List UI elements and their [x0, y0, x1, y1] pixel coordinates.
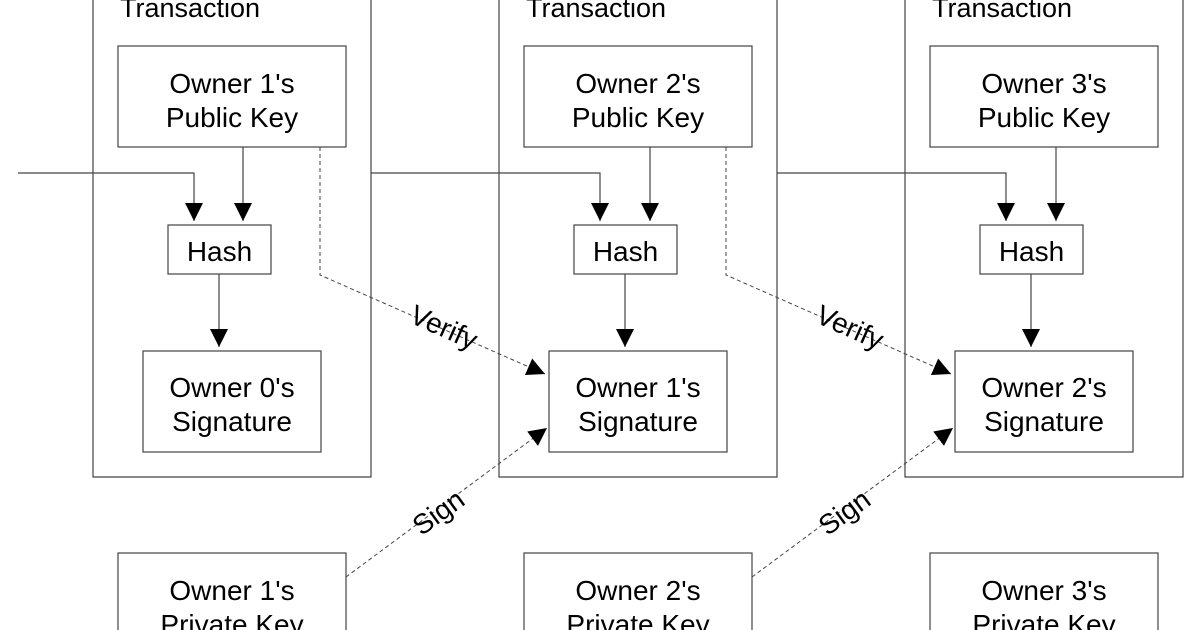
hash-label: Hash	[593, 236, 658, 267]
public-key-label-line1: Owner 2's	[575, 68, 700, 99]
transaction-title: Transaction	[932, 0, 1072, 23]
hash-box	[573, 224, 678, 275]
hash-box	[979, 224, 1084, 275]
public-key-label-line2: Public Key	[572, 102, 704, 133]
transaction-title: Transaction	[526, 0, 666, 23]
private-key-label-line2: Private Key	[972, 609, 1115, 630]
private-key-label-line1: Owner 3's	[981, 575, 1106, 606]
private-key-label-line1: Owner 1's	[169, 575, 294, 606]
prev-tx-to-hash-arrow	[18, 172, 203, 221]
transaction-frame	[92, 0, 372, 478]
signature-label-line1: Owner 1's	[575, 372, 700, 403]
verify-label-1: Verify	[406, 299, 483, 356]
signature-label-line1: Owner 0's	[169, 372, 294, 403]
signature-box	[954, 350, 1134, 453]
hash-box	[167, 224, 272, 275]
private-key-label-line2: Private Key	[160, 609, 303, 630]
verify-arrow-1	[319, 147, 546, 375]
transaction-frame	[498, 0, 778, 478]
public-key-box	[117, 45, 347, 148]
private-key-2: Owner 2's Private Key	[523, 552, 753, 630]
verify-arrow-2	[725, 147, 952, 375]
public-key-box	[523, 45, 753, 148]
private-key-label-line1: Owner 2's	[575, 575, 700, 606]
private-key-box	[929, 552, 1159, 630]
public-key-label-line2: Public Key	[166, 102, 298, 133]
private-key-3: Owner 3's Private Key	[929, 552, 1159, 630]
private-key-label-line2: Private Key	[566, 609, 709, 630]
public-key-label-line2: Public Key	[978, 102, 1110, 133]
transaction-frame	[904, 0, 1184, 478]
private-key-box	[523, 552, 753, 630]
private-key-1: Owner 1's Private Key	[117, 552, 347, 630]
public-key-label-line1: Owner 3's	[981, 68, 1106, 99]
signature-label-line2: Signature	[578, 406, 698, 437]
signature-box	[548, 350, 728, 453]
transaction-1: Transaction Owner 1's Public Key Hash Ow…	[18, 0, 372, 478]
signature-label-line2: Signature	[172, 406, 292, 437]
private-key-box	[117, 552, 347, 630]
public-key-box	[929, 45, 1159, 148]
transaction-title: Transaction	[120, 0, 260, 23]
signature-label-line2: Signature	[984, 406, 1104, 437]
verify-label-2: Verify	[812, 299, 889, 356]
transaction-3: Transaction Owner 3's Public Key Hash Ow…	[777, 0, 1184, 478]
hash-label: Hash	[999, 236, 1064, 267]
signature-box	[142, 350, 322, 453]
prev-tx-to-hash-arrow	[777, 172, 1015, 221]
prev-tx-to-hash-arrow	[371, 172, 609, 221]
signature-label-line1: Owner 2's	[981, 372, 1106, 403]
transaction-2: Transaction Owner 2's Public Key Hash Ow…	[371, 0, 778, 478]
hash-label: Hash	[187, 236, 252, 267]
public-key-label-line1: Owner 1's	[169, 68, 294, 99]
